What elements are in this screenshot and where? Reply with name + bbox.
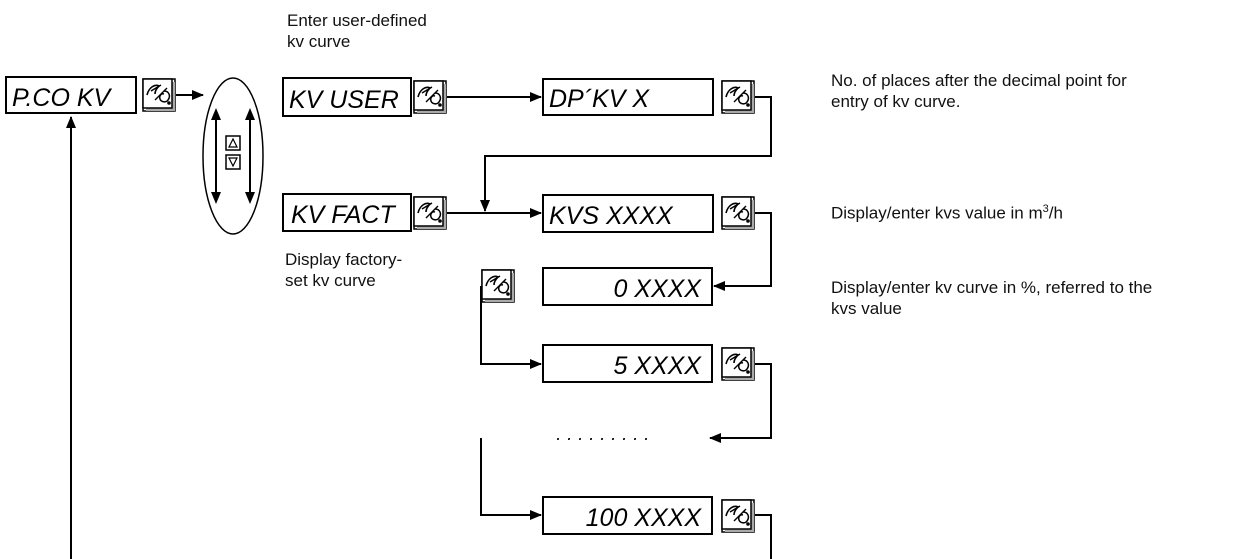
hand-key-icon[interactable] [721, 347, 755, 381]
menu-p-co-kv[interactable]: P.CO KV [5, 76, 137, 114]
menu-kv-user[interactable]: KV USER [282, 77, 412, 117]
menu-kvs-text: KVS XXXX [549, 202, 674, 230]
hand-key-icon[interactable] [142, 78, 176, 112]
hand-key-icon[interactable] [721, 499, 755, 533]
curve-note-line-2: kvs value [831, 299, 902, 318]
kvs-note-superscript: 3 [1042, 203, 1049, 215]
kv-user-caption-line-1: Enter user-defined [287, 11, 427, 30]
menu-kvs[interactable]: KVS XXXX [542, 194, 714, 233]
menu-point-5[interactable]: 5 XXXX [542, 344, 713, 383]
down-arrow-key-icon[interactable] [225, 154, 241, 170]
up-arrow-key-icon[interactable] [225, 135, 241, 151]
menu-dp-kv[interactable]: DP´KV X [542, 78, 714, 116]
curve-note-line-1: Display/enter kv curve in %, referred to… [831, 278, 1153, 297]
menu-p-co-kv-text: P.CO KV [12, 84, 113, 112]
kvs-note: Display/enter kvs value in m3/h [831, 199, 1063, 224]
kv-fact-caption-line-2: set kv curve [285, 271, 376, 290]
selection-loop [202, 77, 264, 235]
hand-key-icon[interactable] [413, 196, 447, 230]
dp-note-line-1: No. of places after the decimal point fo… [831, 71, 1127, 90]
menu-kv-fact-text: KV FACT [291, 201, 396, 229]
menu-point-5-text: 5 XXXX [613, 352, 702, 380]
hand-key-icon[interactable] [721, 80, 755, 114]
menu-point-100-text: 100 XXXX [586, 504, 703, 532]
menu-kv-user-text: KV USER [289, 86, 399, 114]
continuation-dots: · · · · · · · · · [555, 428, 649, 448]
dp-note-line-2: entry of kv curve. [831, 92, 961, 111]
kvs-note-text: Display/enter kvs value in m [831, 203, 1043, 223]
menu-point-0-text: 0 XXXX [613, 275, 702, 303]
hand-key-icon[interactable] [721, 196, 755, 230]
hand-key-icon[interactable] [481, 269, 515, 303]
connectors [66, 90, 772, 559]
menu-dp-kv-text: DP´KV X [549, 85, 650, 113]
menu-kv-fact[interactable]: KV FACT [282, 193, 412, 232]
kv-user-caption-line-2: kv curve [287, 32, 351, 51]
kv-fact-caption-line-1: Display factory- [285, 250, 403, 269]
menu-point-100[interactable]: 100 XXXX [542, 496, 713, 535]
kvs-note-unit: /h [1048, 203, 1063, 223]
hand-key-icon[interactable] [413, 80, 447, 114]
menu-point-0[interactable]: 0 XXXX [542, 267, 713, 306]
